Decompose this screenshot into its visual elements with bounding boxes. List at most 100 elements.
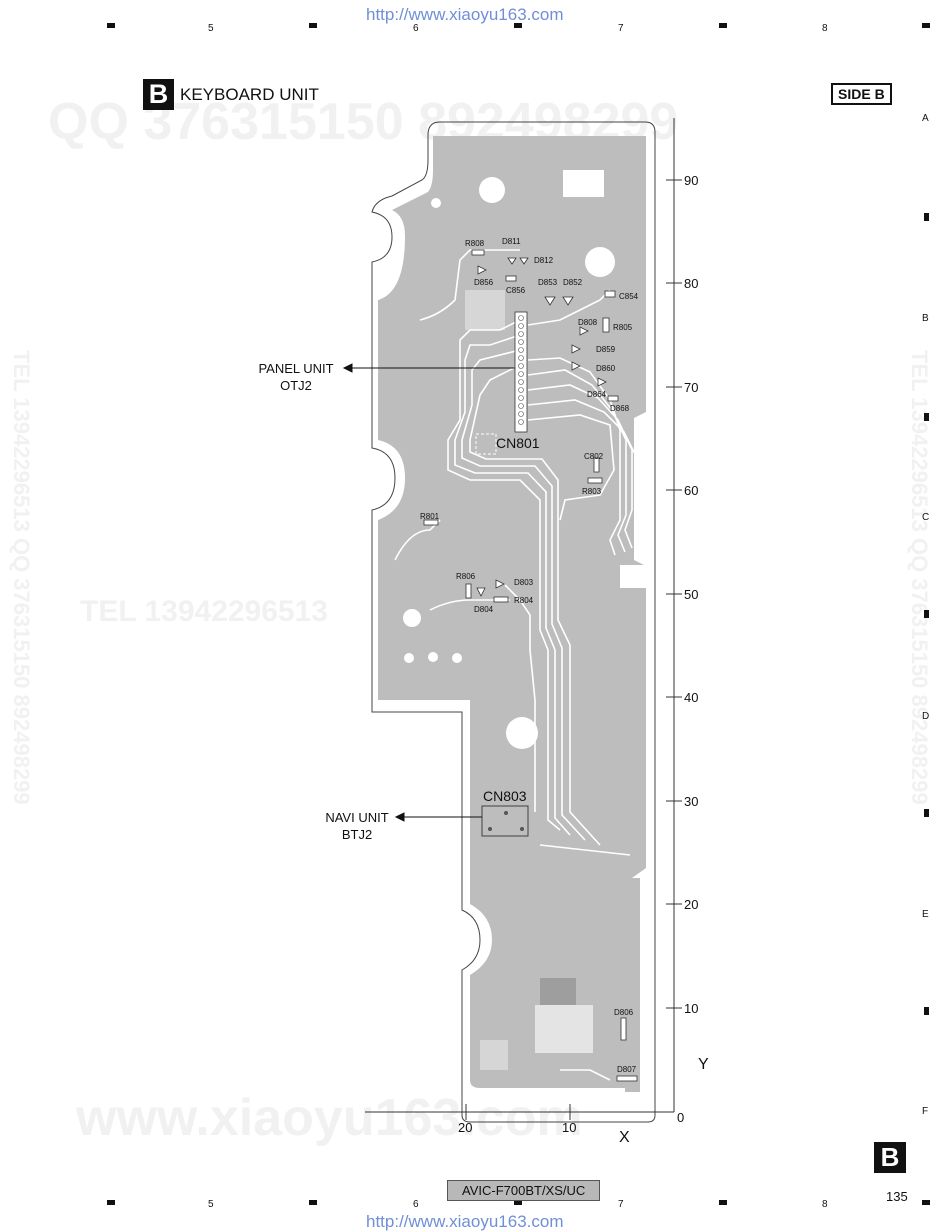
grid-marker <box>719 1200 727 1205</box>
y-tick: 90 <box>684 173 698 188</box>
via-hole <box>404 653 414 663</box>
ref-c854: C854 <box>619 292 639 301</box>
ref-r804: R804 <box>514 596 534 605</box>
grid-column-8: 8 <box>822 23 828 34</box>
page-title: KEYBOARD UNIT <box>180 85 319 104</box>
y-tick: 60 <box>684 483 698 498</box>
board-outline <box>371 121 656 1123</box>
grid-row-a: A <box>922 113 929 124</box>
y-tick-zero: 0 <box>677 1110 684 1125</box>
cn803-label: CN803 <box>483 788 527 804</box>
cutout <box>535 1005 593 1053</box>
y-axis-label: Y <box>698 1056 709 1073</box>
grid-column-6: 6 <box>413 23 419 34</box>
ref-d868: D868 <box>610 404 630 413</box>
panel-unit-code: OTJ2 <box>280 378 312 393</box>
ref-d864: D864 <box>587 390 607 399</box>
watermark-tel: TEL 13942296513 <box>80 595 328 628</box>
page-number: 135 <box>886 1189 908 1204</box>
y-axis <box>666 118 682 1112</box>
cn803-connector <box>481 805 529 837</box>
grid-row-d: D <box>922 711 930 722</box>
side-label: SIDE B <box>831 83 892 105</box>
y-tick: 80 <box>684 276 698 291</box>
grid-column-7: 7 <box>618 23 624 34</box>
y-tick: 70 <box>684 380 698 395</box>
ref-d856: D856 <box>474 278 494 287</box>
section-badge: B <box>143 79 174 110</box>
y-tick: 20 <box>684 897 698 912</box>
url-bottom[interactable]: http://www.xiaoyu163.com <box>366 1212 564 1231</box>
grid-marker <box>922 23 930 28</box>
x-axis <box>365 1104 674 1120</box>
components <box>423 249 638 1082</box>
y-tick: 40 <box>684 690 698 705</box>
grid-column-6-bottom: 6 <box>413 1199 419 1210</box>
cutout <box>540 978 576 1006</box>
ref-c856: C856 <box>506 286 526 295</box>
grid-row-b: B <box>922 313 929 324</box>
cutout <box>563 170 604 197</box>
grid-row-f: F <box>922 1106 929 1117</box>
grid-marker <box>924 610 929 618</box>
x-axis-label: X <box>619 1129 630 1146</box>
ref-d852: D852 <box>563 278 583 287</box>
ref-r808: R808 <box>465 239 485 248</box>
via-hole <box>452 653 462 663</box>
ref-r806: R806 <box>456 572 476 581</box>
grid-marker <box>924 809 929 817</box>
ref-designators: R808 D811 D812 D856 C856 D853 D852 C854 … <box>420 237 639 1074</box>
ref-d860: D860 <box>596 364 616 373</box>
traces <box>394 249 639 1081</box>
callout-arrows <box>342 363 515 822</box>
x-tick-labels: 20 10 <box>458 1120 576 1135</box>
grid-marker <box>719 23 727 28</box>
watermark-site: www.xiaoyu163.com <box>76 1089 583 1147</box>
mount-hole <box>585 247 615 277</box>
grid-marker <box>107 23 115 28</box>
grid-marker <box>514 1200 522 1205</box>
via-hole <box>428 652 438 662</box>
ref-r801: R801 <box>420 512 440 521</box>
ref-d812: D812 <box>534 256 554 265</box>
navi-unit-name: NAVI UNIT <box>325 810 389 825</box>
page-badge: B <box>874 1142 906 1173</box>
panel-unit-callout: PANEL UNIT OTJ2 <box>248 360 344 394</box>
grid-column-7-bottom: 7 <box>618 1199 624 1210</box>
watermark-vertical-left: TEL 13942296513 QQ 376315150 892498299 <box>9 350 34 805</box>
cutout <box>620 565 647 588</box>
grid-column-5: 5 <box>208 23 214 34</box>
navi-unit-code: BTJ2 <box>341 827 373 842</box>
grid-marker <box>924 413 929 421</box>
mount-hole <box>506 717 538 749</box>
grid-marker <box>309 1200 317 1205</box>
cn801-connector <box>475 311 528 455</box>
ref-d808: D808 <box>578 318 598 327</box>
grid-marker <box>924 213 929 221</box>
via-hole <box>431 198 441 208</box>
grid-marker <box>107 1200 115 1205</box>
copper-pour <box>378 136 646 1092</box>
ref-d806: D806 <box>614 1008 634 1017</box>
ref-d803: D803 <box>514 578 534 587</box>
ref-r803: R803 <box>582 487 602 496</box>
grid-marker <box>514 23 522 28</box>
grid-marker <box>309 23 317 28</box>
y-tick: 30 <box>684 794 698 809</box>
grid-marker <box>922 1200 930 1205</box>
ref-d804: D804 <box>474 605 494 614</box>
model-number: AVIC-F700BT/XS/UC <box>447 1180 601 1201</box>
url-top[interactable]: http://www.xiaoyu163.com <box>366 5 564 24</box>
y-tick: 10 <box>684 1001 698 1016</box>
grid-row-e: E <box>922 909 929 920</box>
grid-row-c: C <box>922 512 930 523</box>
ref-c802: C802 <box>584 452 604 461</box>
grid-column-8-bottom: 8 <box>822 1199 828 1210</box>
ref-r805: R805 <box>613 323 633 332</box>
cn801-label: CN801 <box>496 435 540 451</box>
watermark-vertical-right: TEL 13942296513 QQ 376315150 892498299 <box>907 350 932 805</box>
cutout <box>465 290 505 330</box>
y-tick: 50 <box>684 587 698 602</box>
panel-unit-name: PANEL UNIT <box>258 361 334 376</box>
